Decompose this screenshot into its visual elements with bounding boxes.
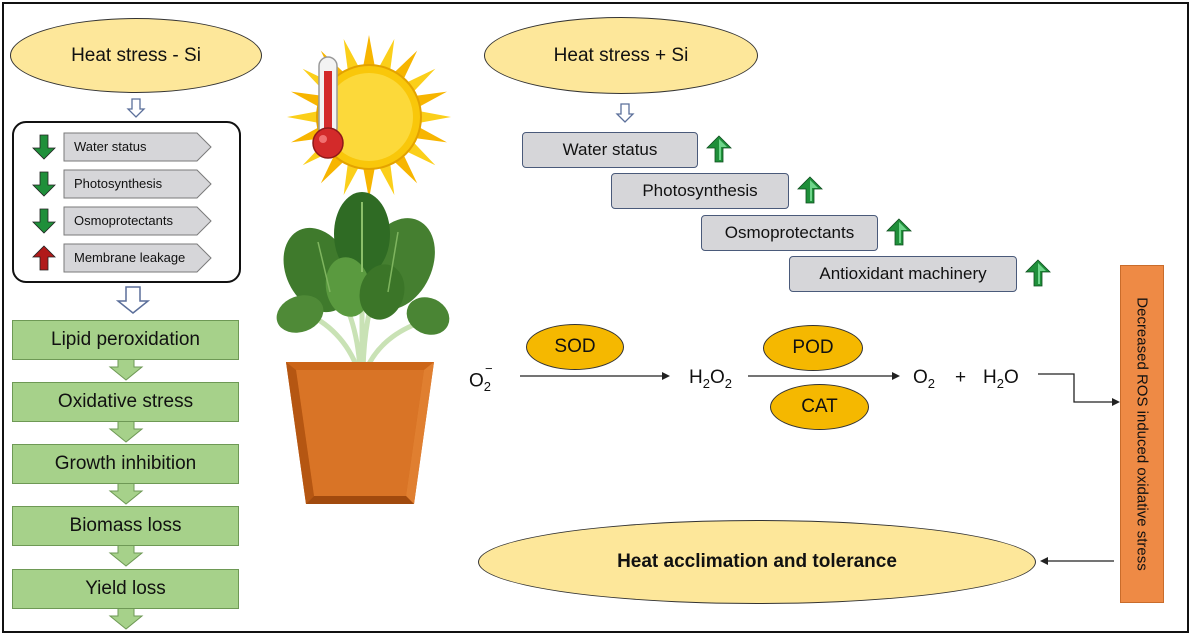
sun-ray [393,50,418,81]
panel-item: Water status [63,132,212,162]
heat-stress-plus-si-label: Heat stress + Si [553,44,689,66]
spinach-plant-icon [276,192,450,372]
oxygen-label: O2 [913,367,936,391]
return-arrow [1040,557,1114,565]
green-up-arrow-icon [706,135,732,163]
green-down-arrow-icon [32,208,56,234]
chain-arrow-icon [108,481,144,505]
water-label: H2O [983,367,1019,391]
hollow-down-arrow-icon [115,286,151,314]
elbow-arrow [1038,373,1120,406]
sun-ray [363,35,375,68]
panel-item-shape [63,169,212,199]
flower-pot-icon [286,362,434,504]
green-down-arrow-icon [32,171,56,197]
panel-item: Membrane leakage [63,243,212,273]
green-up-arrow-icon [1025,259,1051,287]
plus-sign: + [955,367,967,388]
panel-item-label: Membrane leakage [74,250,186,265]
panel-item-shape [63,132,212,162]
chain-arrow-icon [108,357,144,381]
thermometer-icon [312,56,344,159]
panel-item-label: Photosynthesis [74,176,163,191]
decreased-ros-box: Decreased ROS induced oxidative stress [1120,265,1164,603]
sun-ray [343,39,360,72]
red-up-arrow-icon [32,245,56,271]
sun-ray [414,126,447,143]
superoxide-label: O2− [469,361,493,395]
pod-enzyme: POD [763,325,863,371]
sun-ray [343,162,360,195]
reaction-arrow [520,372,670,380]
sun-ray [320,153,345,184]
green-down-arrow-icon [32,134,56,160]
sod-enzyme: SOD [526,324,624,370]
chain-arrow-icon [108,543,144,567]
heat-stress-minus-si-label: Heat stress - Si [71,44,201,66]
green-up-arrow-icon [797,176,823,204]
panel-item: Photosynthesis [63,169,212,199]
chain-step: Oxidative stress [12,382,239,422]
sun-ray [363,166,375,199]
panel-item-shape [63,243,212,273]
decreased-ros-label: Decreased ROS induced oxidative stress [1133,297,1151,571]
panel-item-label: Water status [74,139,147,154]
panel-item-shape [63,206,212,236]
chain-arrow-icon [108,606,144,630]
chain-step: Biomass loss [12,506,239,546]
hydrogen-peroxide-label: H2O2 [689,367,732,391]
sun-ray [393,153,418,184]
sun-ray [378,162,395,195]
reaction-arrow [748,372,900,380]
hollow-down-arrow-icon [615,103,635,123]
hollow-down-arrow-icon [126,98,146,118]
improvement-step: Water status [522,132,698,168]
green-up-arrow-icon [886,218,912,246]
panel-item: Osmoprotectants [63,206,212,236]
sun-ray [405,141,436,166]
heat-acclimation-ellipse: Heat acclimation and tolerance [478,520,1036,604]
chain-step: Yield loss [12,569,239,609]
sun-ray [378,39,395,72]
sun-ray [287,111,320,123]
heat-stress-plus-si-ellipse: Heat stress + Si [484,17,758,94]
sun-ray [291,91,324,108]
sun-ray [418,111,451,123]
improvement-step: Antioxidant machinery [789,256,1017,292]
sun-ray [414,91,447,108]
improvement-step: Photosynthesis [611,173,789,209]
sun-ray [405,68,436,93]
panel-item-label: Osmoprotectants [74,213,173,228]
chain-step: Growth inhibition [12,444,239,484]
cat-enzyme: CAT [770,384,869,430]
chain-arrow-icon [108,419,144,443]
chain-step: Lipid peroxidation [12,320,239,360]
heat-stress-minus-si-ellipse: Heat stress - Si [10,18,262,93]
improvement-step: Osmoprotectants [701,215,878,251]
